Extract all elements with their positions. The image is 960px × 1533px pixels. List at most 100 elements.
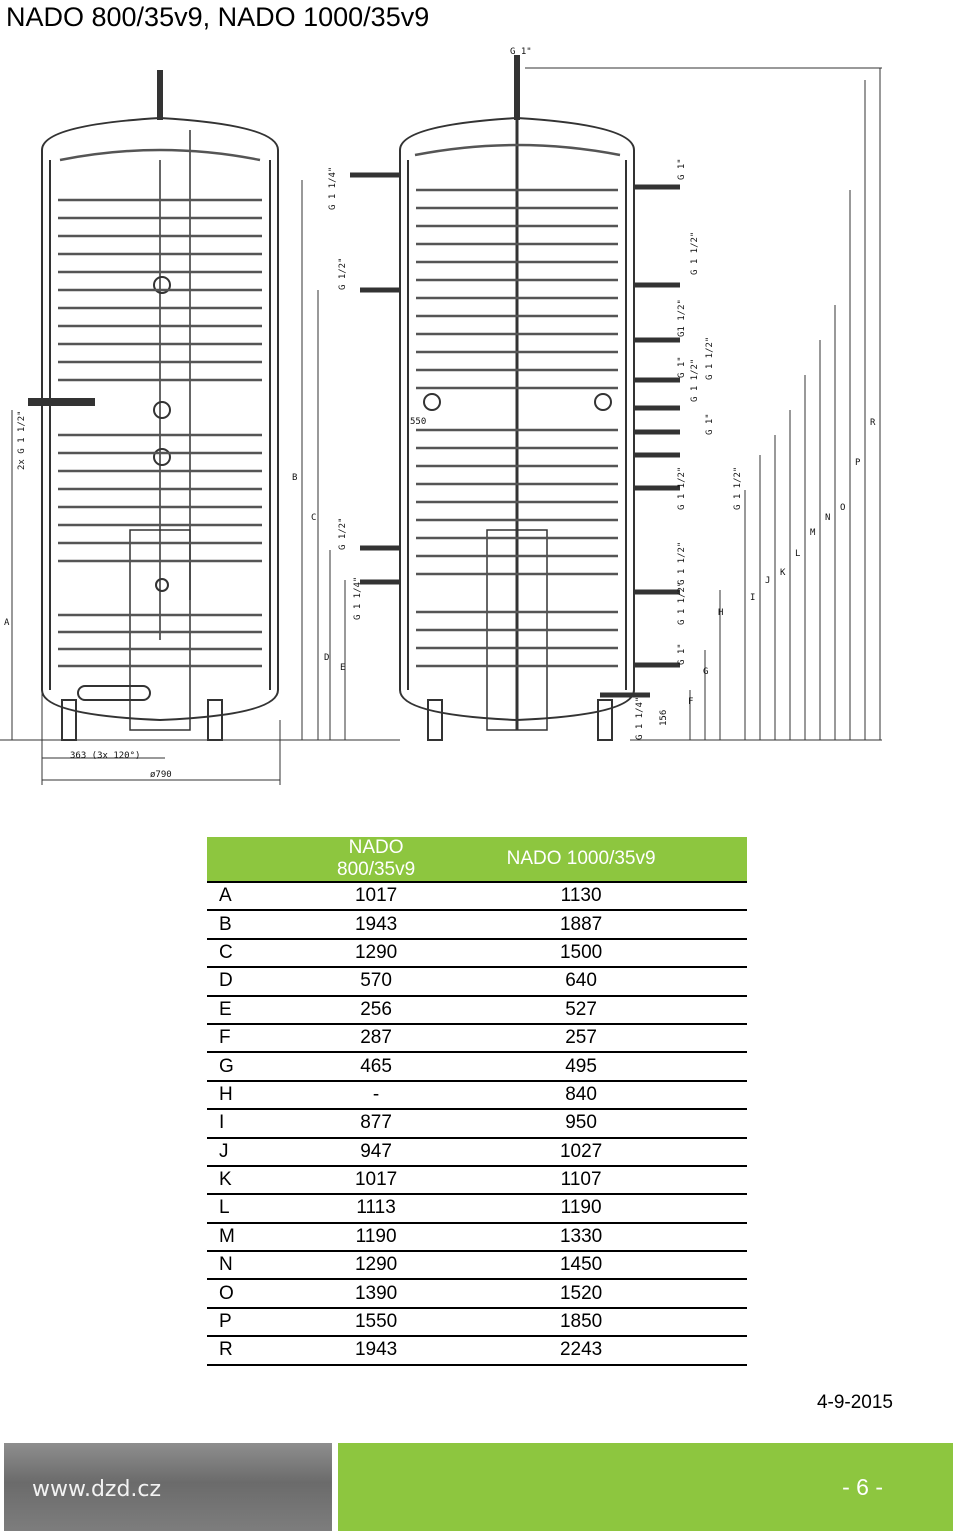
cell-nado-800: 877 [337, 1109, 416, 1139]
dim-label: ø790 [150, 770, 172, 780]
label-a: A [4, 618, 10, 628]
row-key: K [207, 1165, 337, 1196]
website-link[interactable]: www.dzd.cz [32, 1477, 162, 1502]
conn-label: G 1" [510, 47, 532, 57]
left-tank-outline [41, 116, 279, 722]
document-date: 4-9-2015 [816, 1392, 893, 1413]
cell-nado-800: 1390 [337, 1279, 416, 1309]
row-key: I [207, 1109, 337, 1139]
cell-nado-1000: 1190 [415, 1194, 747, 1224]
conn-label: G1 1/2" [677, 299, 687, 337]
conn-label: G 1" [677, 158, 687, 180]
conn-label: 2x G 1 1/2" [17, 410, 27, 470]
row-key: L [207, 1194, 337, 1224]
conn-label: G 1" [677, 643, 687, 665]
label-b: B [292, 473, 297, 483]
conn-label: G 1 1/2" [677, 582, 687, 625]
cell-nado-1000: 1450 [415, 1251, 747, 1281]
cell-nado-1000: 950 [415, 1109, 747, 1139]
column-header-nado-1000: NADO 1000/35v9 [415, 837, 747, 883]
cell-nado-800: 465 [337, 1052, 416, 1082]
label-i: I [750, 593, 755, 603]
cell-nado-1000: 840 [415, 1080, 747, 1111]
label-j: J [765, 576, 770, 586]
label-p: P [855, 458, 861, 468]
label-l: L [795, 549, 800, 559]
row-key: B [207, 910, 337, 940]
label-h: H [718, 608, 723, 618]
conn-label: G 1 1/4" [328, 167, 338, 210]
dim-label: 363 (3x 120°) [70, 751, 140, 761]
conn-label: G 1" [705, 413, 715, 435]
row-key: E [207, 995, 337, 1025]
row-key: H [207, 1080, 337, 1111]
cell-nado-1000: 257 [415, 1023, 747, 1054]
table-header-row: NADO 800/35v9 NADO 1000/35v9 [207, 837, 747, 883]
label-g: G [703, 667, 708, 677]
cell-nado-800: 1550 [337, 1307, 416, 1338]
cell-nado-1000: 1330 [415, 1222, 747, 1253]
row-key: A [207, 882, 337, 912]
row-key: O [207, 1279, 337, 1309]
cell-nado-1000: 1850 [415, 1307, 747, 1338]
technical-drawing: A B C D E G 1 1/4" G 1/2" G 1/2" G 1 1/4… [0, 47, 882, 785]
conn-label: G 1" [677, 356, 687, 378]
cell-nado-800: 1943 [337, 910, 416, 940]
cell-nado-800: 1190 [337, 1222, 416, 1253]
cell-nado-1000: 495 [415, 1052, 747, 1082]
cell-nado-800: 1943 [337, 1336, 416, 1366]
cell-nado-1000: 640 [415, 967, 747, 997]
cell-nado-1000: 1887 [415, 910, 747, 940]
conn-label: G 1 1/4" [635, 697, 645, 740]
row-key: M [207, 1222, 337, 1253]
cell-nado-800: 1017 [337, 882, 416, 912]
cell-nado-800: - [337, 1080, 416, 1111]
conn-label: G 1/2" [338, 257, 348, 290]
cell-nado-800: 1113 [337, 1194, 416, 1224]
conn-label: G 1 1/2" [733, 467, 743, 510]
row-key: N [207, 1251, 337, 1281]
conn-label: G 1 1/2" [690, 359, 700, 402]
cell-nado-1000: 527 [415, 995, 747, 1025]
column-header-nado-800: NADO 800/35v9 [337, 837, 416, 883]
page-title: NADO 800/35v9, NADO 1000/35v9 [6, 2, 430, 32]
conn-label: G 1 1/2" [677, 467, 687, 510]
label-d: D [324, 653, 329, 663]
footer-page-bar: - 6 - [338, 1443, 953, 1531]
dim-label: 156 [659, 710, 669, 726]
row-key: P [207, 1307, 337, 1338]
label-c: C [311, 513, 316, 523]
row-key: F [207, 1023, 337, 1054]
conn-label: G 1 1/2" [705, 337, 715, 380]
row-key: R [207, 1336, 337, 1366]
cell-nado-800: 1017 [337, 1165, 416, 1196]
footer-website-bar: www.dzd.cz [4, 1443, 332, 1531]
conn-label: G 1 1/2" [677, 542, 687, 585]
cell-nado-1000: 1520 [415, 1279, 747, 1309]
row-key: C [207, 938, 337, 969]
cell-nado-800: 570 [337, 967, 416, 997]
label-r: R [870, 418, 876, 428]
cell-nado-800: 256 [337, 995, 416, 1025]
label-f: F [688, 697, 693, 707]
dim-label: 550 [410, 417, 426, 427]
table-row: H-840 [207, 1080, 747, 1111]
cell-nado-1000: 1107 [415, 1165, 747, 1196]
cell-nado-800: 1290 [337, 1251, 416, 1281]
row-key: J [207, 1137, 337, 1167]
